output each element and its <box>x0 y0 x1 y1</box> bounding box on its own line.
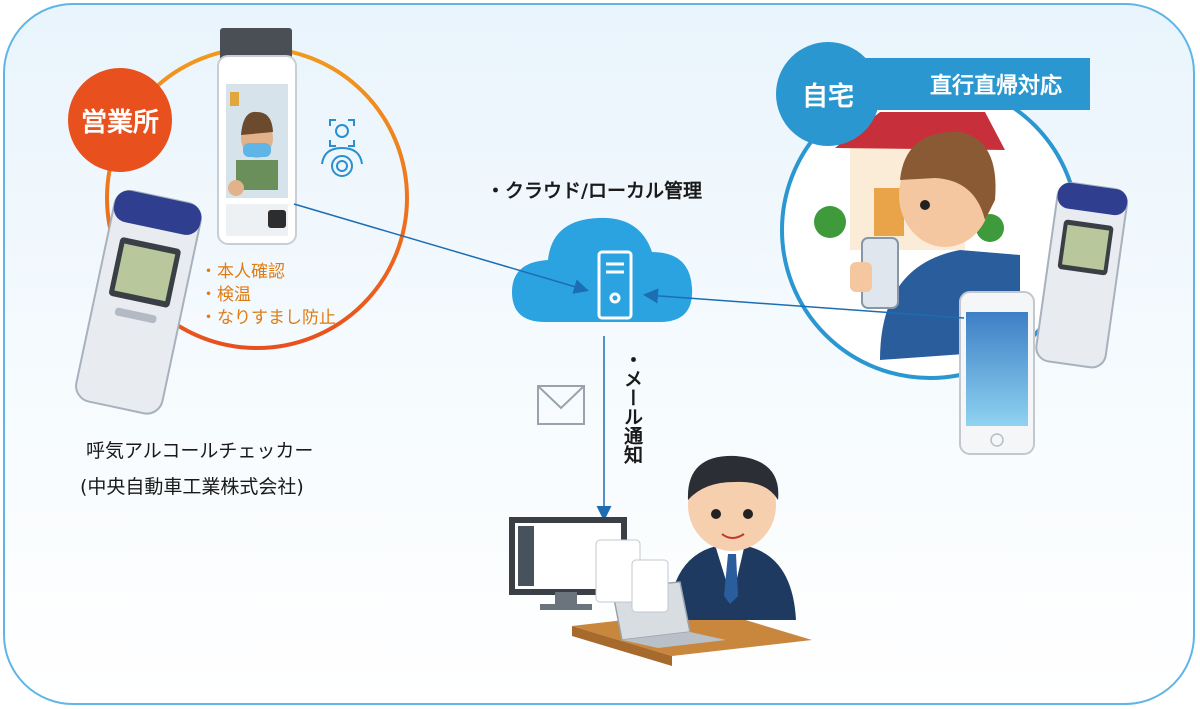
mail-label: ・メール通知 <box>616 350 646 464</box>
office-worker-icon <box>668 456 796 620</box>
home-badge: 自宅 <box>776 42 880 146</box>
office-badge: 営業所 <box>68 68 172 172</box>
fingerprint-icon <box>322 148 362 176</box>
cloud-icon <box>512 218 692 322</box>
alcohol-checker-icon <box>73 188 204 417</box>
mobile-screens-icon <box>596 540 668 612</box>
checker-maker: (中央自動車工業株式会社) <box>80 472 304 499</box>
terminal-to-cloud-arrow <box>294 204 586 290</box>
checker-name: 呼気アルコールチェッカー <box>86 436 313 463</box>
feature-item: ・なりすまし防止 <box>200 303 336 328</box>
cloud-label: ・クラウド/ローカル管理 <box>486 176 702 203</box>
smartphone-icon <box>960 292 1034 454</box>
feature-item: ・検温 <box>200 280 251 305</box>
feature-item: ・本人確認 <box>200 257 285 282</box>
mail-icon <box>538 386 584 424</box>
face-terminal-icon <box>218 28 296 244</box>
face-scan-icon <box>330 120 354 146</box>
